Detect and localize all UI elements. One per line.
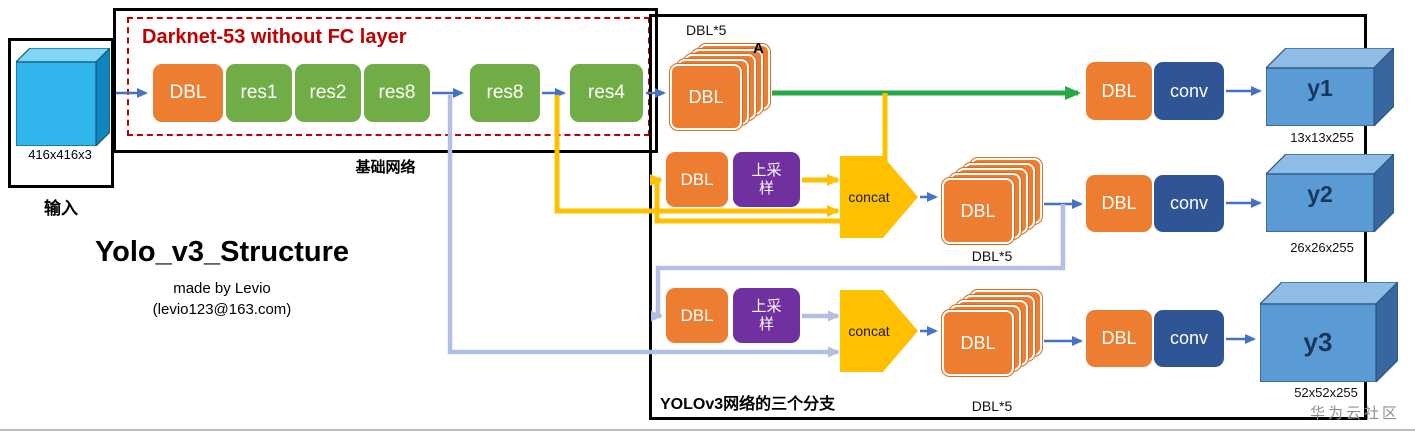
dbl5-stack-3: DBL [942, 290, 1042, 378]
route-stack2-to-dbl3-lavender [651, 204, 1066, 322]
input-cube [16, 48, 110, 146]
stack3-front-card: DBL [942, 310, 1014, 376]
y3-cube [1260, 282, 1398, 382]
input-frame [8, 38, 114, 188]
input-caption: 输入 [44, 199, 78, 218]
backbone-block-res1: res1 [226, 64, 292, 122]
route-res8-to-concat2-yellow [554, 95, 840, 217]
head2-dbl-block: DBL [1086, 175, 1152, 232]
backbone-block-res4: res4 [570, 64, 643, 122]
branch2-dbl-block: DBL [666, 152, 728, 207]
branch2-upsample-block: 上采样 [733, 152, 800, 207]
branch2-concat-label: concat [848, 189, 890, 205]
backbone-box [113, 8, 658, 153]
head2-conv-block: conv [1154, 175, 1224, 232]
backbone-block-res2: res2 [295, 64, 361, 122]
head1-conv-block: conv [1154, 62, 1224, 120]
y1-cube [1266, 48, 1394, 126]
y2-output-label: y2 [1307, 180, 1333, 207]
head1-dbl-block: DBL [1086, 62, 1152, 120]
branch3-upsample-block: 上采样 [733, 288, 800, 343]
bottom-hairline [0, 429, 1415, 431]
y1-size-label: 13x13x255 [1290, 130, 1354, 145]
branch2-upsample-label: 上采样 [751, 162, 782, 197]
branch3-upsample-label: 上采样 [751, 298, 782, 333]
diagram-email: (levio123@163.com) [152, 301, 292, 318]
marker-a-label: A [753, 40, 764, 57]
branch3-dbl-block: DBL [666, 288, 728, 343]
y2-size-label: 26x26x255 [1290, 240, 1354, 255]
input-size-label: 416x416x3 [28, 147, 92, 162]
head3-dbl-block: DBL [1086, 310, 1152, 367]
dbl5-stack-2: DBL [942, 158, 1042, 246]
diagram-title: Yolo_v3_Structure [94, 236, 350, 268]
backbone-caption: 基础网络 [355, 159, 416, 176]
branch3-concat-label: concat [848, 323, 890, 339]
stack1-front-card: DBL [670, 64, 742, 130]
watermark: 华为云社区 [1309, 405, 1400, 422]
backbone-block-res8-1: res8 [364, 64, 430, 122]
backbone-block-dbl: DBL [153, 64, 223, 122]
y2-cube [1266, 154, 1394, 232]
y3-size-label: 52x52x255 [1294, 385, 1358, 400]
dbl5-stack-1: DBL [670, 44, 770, 132]
head3-conv-block: conv [1154, 310, 1224, 367]
y1-output-label: y1 [1307, 74, 1333, 101]
backbone-block-res8-2: res8 [470, 64, 540, 122]
darknet-title: Darknet-53 without FC layer [142, 26, 407, 48]
stack3-label: DBL*5 [971, 398, 1013, 414]
y3-output-label: y3 [1303, 326, 1333, 357]
stack2-label: DBL*5 [971, 248, 1013, 264]
route-res8-to-concat3-lavender [447, 95, 840, 358]
stack2-front-card: DBL [942, 178, 1014, 244]
stack1-label: DBL*5 [686, 22, 727, 38]
branches-caption: YOLOv3网络的三个分支 [660, 396, 836, 413]
diagram-author: made by Levio [173, 280, 271, 297]
